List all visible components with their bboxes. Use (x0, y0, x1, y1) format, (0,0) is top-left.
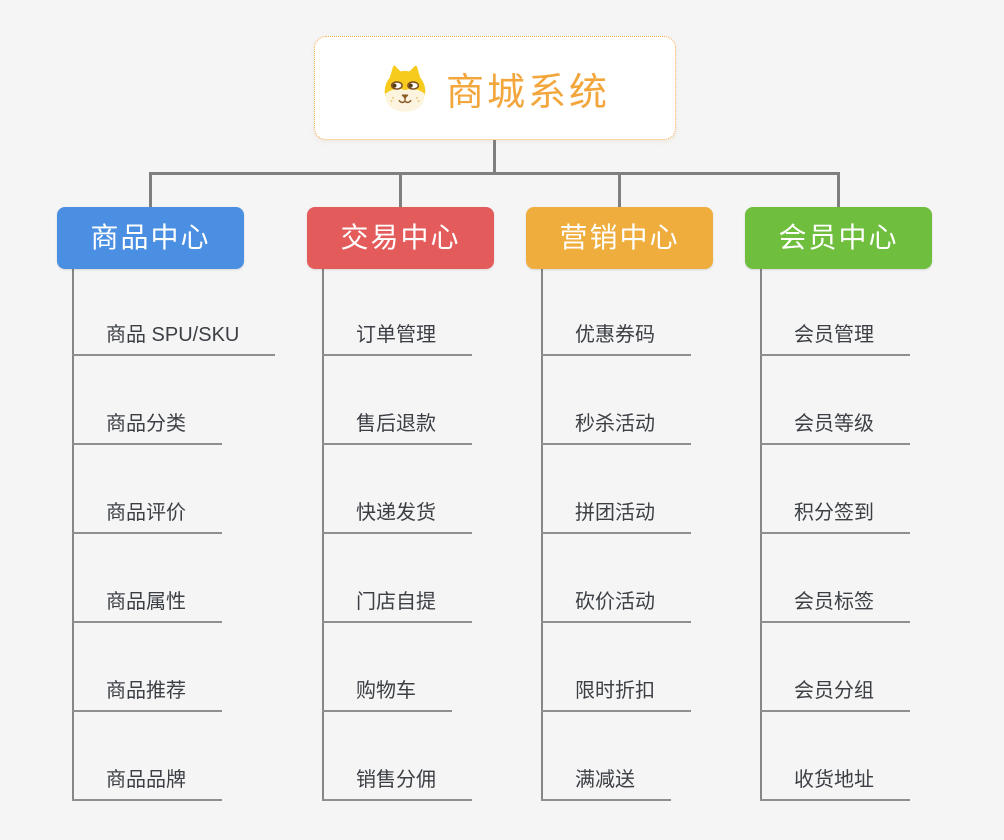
column-line-product (72, 269, 74, 801)
leaf-node[interactable]: 优惠券码 (541, 322, 691, 356)
leaf-node[interactable]: 限时折扣 (541, 678, 691, 712)
leaf-node[interactable]: 会员等级 (760, 411, 910, 445)
leaf-node[interactable]: 门店自提 (322, 589, 472, 623)
leaf-node[interactable]: 销售分佣 (322, 767, 472, 801)
connector-drop-product (149, 172, 152, 210)
leaf-node[interactable]: 商品评价 (72, 500, 222, 534)
leaf-node[interactable]: 商品推荐 (72, 678, 222, 712)
root-node[interactable]: 商城系统 (314, 36, 676, 140)
connector-root-vertical (493, 139, 496, 173)
leaf-node[interactable]: 积分签到 (760, 500, 910, 534)
leaf-node[interactable]: 会员标签 (760, 589, 910, 623)
leaf-node[interactable]: 砍价活动 (541, 589, 691, 623)
column-line-member (760, 269, 762, 801)
connector-drop-marketing (618, 172, 621, 210)
connector-horizontal (149, 172, 840, 175)
leaf-node[interactable]: 收货地址 (760, 767, 910, 801)
leaf-node[interactable]: 商品属性 (72, 589, 222, 623)
leaf-node[interactable]: 商品 SPU/SKU (72, 322, 276, 356)
leaf-node[interactable]: 购物车 (322, 678, 452, 712)
branch-node-marketing-center[interactable]: 营销中心 (526, 207, 713, 269)
leaf-node[interactable]: 快递发货 (322, 500, 472, 534)
leaf-node[interactable]: 售后退款 (322, 411, 472, 445)
leaf-node[interactable]: 满减送 (541, 767, 671, 801)
branch-node-member-center[interactable]: 会员中心 (745, 207, 932, 269)
connector-drop-member (837, 172, 840, 210)
branch-node-product-center[interactable]: 商品中心 (57, 207, 244, 269)
shiba-dog-icon (380, 63, 430, 113)
connector-drop-trade (399, 172, 402, 210)
column-line-marketing (541, 269, 543, 801)
root-title: 商城系统 (445, 71, 610, 114)
column-line-trade (322, 269, 324, 801)
leaf-node[interactable]: 订单管理 (322, 322, 472, 356)
leaf-node[interactable]: 秒杀活动 (541, 411, 691, 445)
leaf-node[interactable]: 拼团活动 (541, 500, 691, 534)
branch-node-trade-center[interactable]: 交易中心 (307, 207, 494, 269)
leaf-node[interactable]: 商品分类 (72, 411, 222, 445)
leaf-node[interactable]: 商品品牌 (72, 767, 222, 801)
leaf-node[interactable]: 会员管理 (760, 322, 910, 356)
leaf-node[interactable]: 会员分组 (760, 678, 910, 712)
